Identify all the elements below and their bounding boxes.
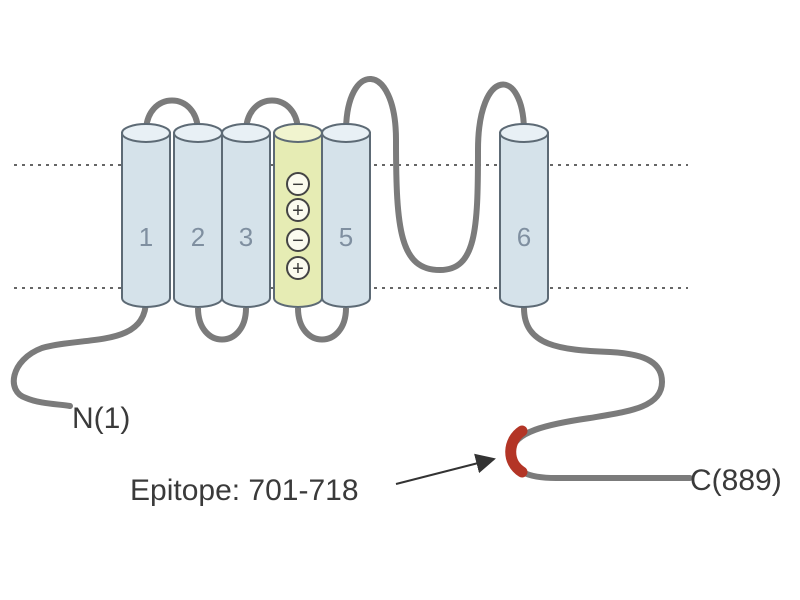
svg-text:−: − <box>292 174 304 196</box>
helix-s6: 6 <box>499 123 549 308</box>
epitope-label: Epitope: 701-718 <box>130 474 359 507</box>
pore-loop <box>343 76 527 274</box>
helix-s6-label: 6 <box>517 222 531 252</box>
loop-s1-s2 <box>143 97 201 133</box>
svg-text:−: − <box>292 230 304 252</box>
charge-3: − <box>286 228 310 252</box>
n-terminal-chain <box>10 297 149 409</box>
charge-2: + <box>286 198 310 222</box>
n-terminus-label: N(1) <box>72 402 130 435</box>
helix-s5: 5 <box>321 123 371 308</box>
helix-s2-label: 2 <box>191 222 205 252</box>
helix-s3: 3 <box>221 123 271 308</box>
svg-text:+: + <box>292 200 304 222</box>
helix-s1-label: 1 <box>139 222 153 252</box>
epitope-highlight <box>505 425 528 478</box>
loop-s2-s3 <box>195 307 249 343</box>
c-terminus-label: C(889) <box>690 464 782 497</box>
loop-s4-s5 <box>295 307 349 343</box>
charge-4: + <box>286 256 310 280</box>
helix-s1: 1 <box>121 123 171 308</box>
loop-s3-s4 <box>243 97 301 133</box>
c-terminal-chain <box>508 305 693 481</box>
helix-s4-voltage-sensor: − + − + <box>273 123 323 308</box>
helix-s5-label: 5 <box>339 222 353 252</box>
helix-s3-label: 3 <box>239 222 253 252</box>
helix-s2: 2 <box>173 123 223 308</box>
charge-1: − <box>286 172 310 196</box>
svg-text:+: + <box>292 258 304 280</box>
epitope-arrow-icon <box>395 453 496 485</box>
